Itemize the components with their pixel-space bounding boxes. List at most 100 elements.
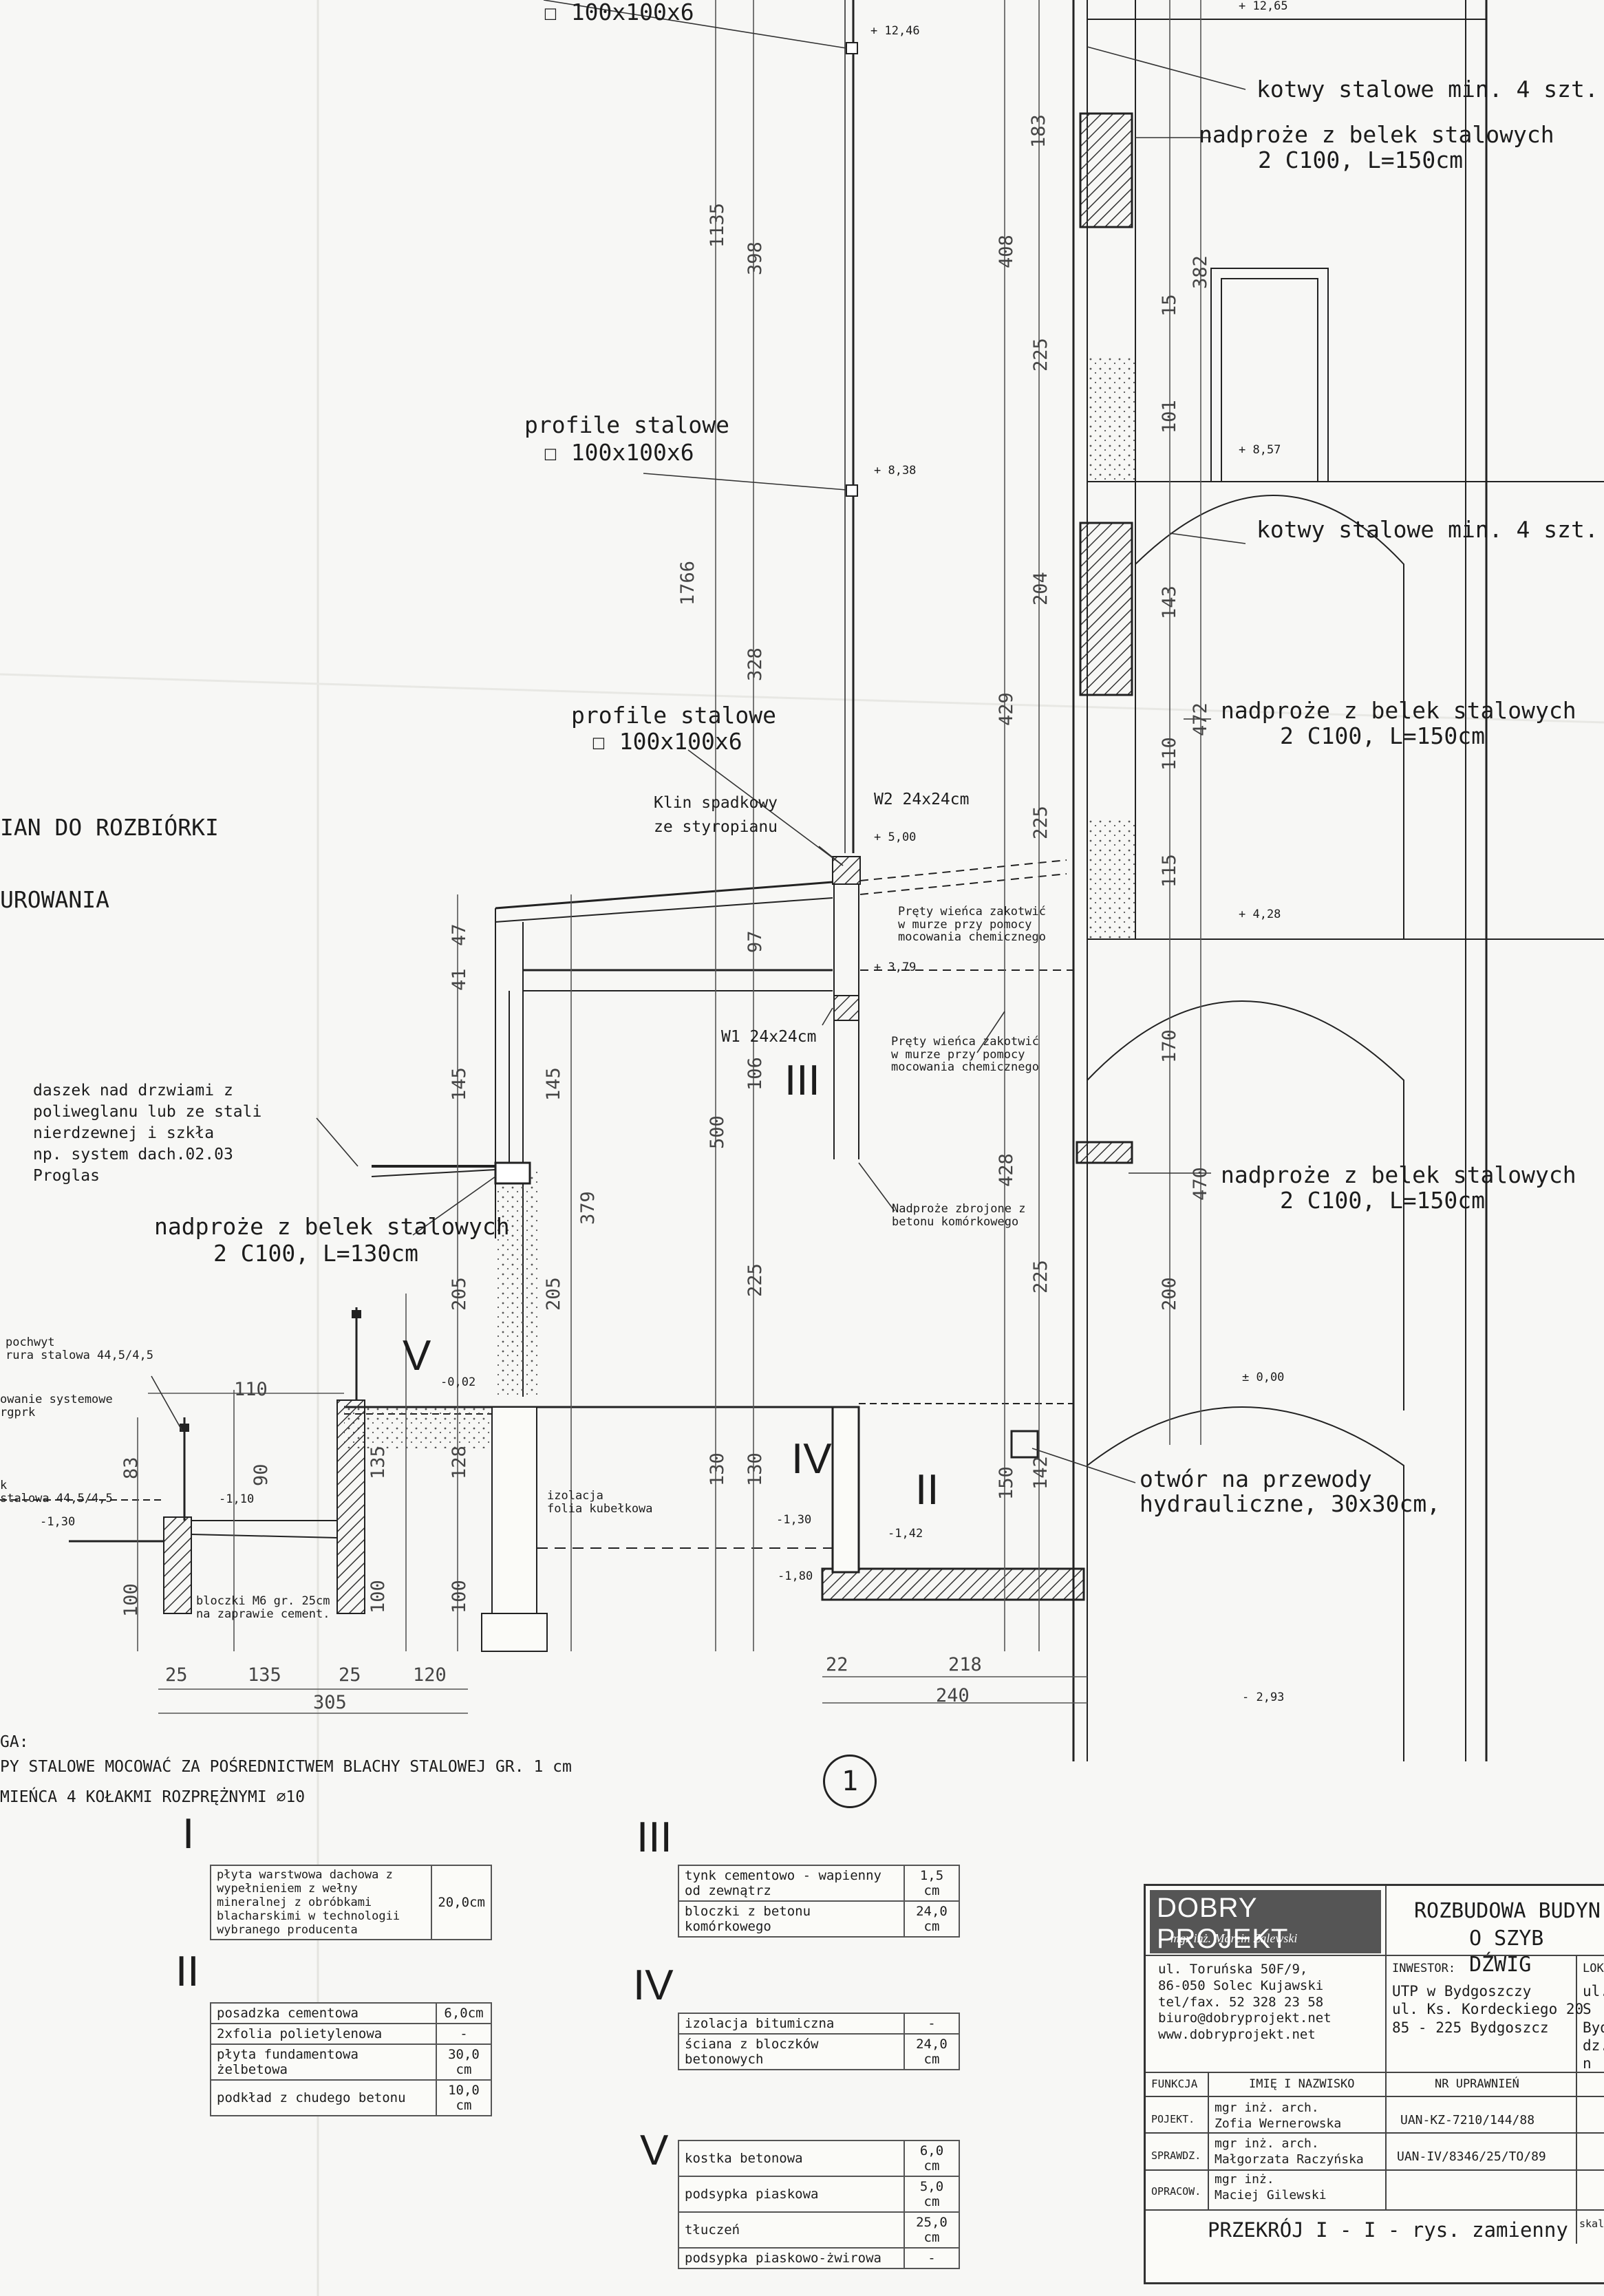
existing-building	[1010, 0, 1604, 1761]
hline	[1146, 2209, 1604, 2211]
dimension-value: 135	[367, 1446, 389, 1479]
table-row: izolacja bitumiczna-	[678, 2013, 960, 2035]
dimension-value: 97	[745, 930, 766, 953]
layer-thickness: 5,0 cm	[903, 2176, 960, 2213]
dimension-value: 145	[449, 1067, 470, 1101]
layer-name: ściana z bloczków betonowych	[678, 2033, 905, 2070]
dimension-value: 225	[745, 1263, 766, 1297]
level-mark: -1,30	[40, 1515, 76, 1529]
section-mark-iv: IV	[791, 1435, 832, 1483]
lintel-2-spec: 2 C100, L=150cm	[1280, 722, 1486, 749]
lintel-2	[1079, 522, 1133, 696]
reinforced-lintel-note: Nadproże zbrojone z betonu komórkowego	[892, 1202, 1026, 1229]
dimension-value: 128	[449, 1446, 470, 1479]
col-name: IMIĘ I NAZWISKO	[1249, 2077, 1355, 2091]
hline	[1146, 2072, 1604, 2073]
dimension-value: 25	[165, 1664, 188, 1686]
scale-label: skal	[1579, 2218, 1604, 2230]
dimension-value: 135	[248, 1664, 281, 1686]
dimension-value: 110	[234, 1379, 268, 1400]
dimension-value: 472	[1190, 702, 1211, 736]
layer-thickness: 25,0 cm	[903, 2211, 960, 2249]
dimension-value: 398	[745, 242, 766, 275]
insulation-note: izolacja folia kubełkowa	[547, 1489, 653, 1516]
hline	[1146, 2096, 1604, 2097]
level-mark: + 12,65	[1239, 0, 1288, 13]
layer-name: tłuczeń	[678, 2211, 905, 2249]
layer-thickness: 10,0 cm	[436, 2079, 492, 2116]
license-check: UAN-IV/8346/25/TO/89	[1397, 2149, 1546, 2164]
project-name-1: ROZBUDOWA BUDYN	[1414, 1899, 1601, 1923]
lintel-1-title: nadproże z belek stalowych	[1199, 121, 1554, 148]
hline	[1146, 2169, 1604, 2171]
hline	[1146, 2132, 1604, 2134]
level-mark: + 8,57	[1239, 443, 1281, 457]
opening-note: otwór na przewody hydrauliczne, 30x30cm,	[1140, 1466, 1441, 1518]
notes-header-2: UROWANIA	[0, 886, 109, 913]
dimension-value: 204	[1030, 572, 1051, 605]
foundation-slab	[821, 1567, 1085, 1601]
anchors-label-1: kotwy stalowe min. 4 szt.	[1257, 76, 1598, 103]
level-mark: -1,80	[778, 1569, 813, 1583]
level-mark: -0,02	[440, 1375, 476, 1389]
dimension-value: 408	[996, 235, 1017, 268]
layer-name: posadzka cementowa	[210, 2002, 437, 2024]
wedge-label-2: ze styropianu	[654, 818, 778, 836]
lintel-2-title: nadproże z belek stalowych	[1221, 697, 1576, 724]
level-mark: - 2,93	[1242, 1691, 1285, 1704]
lintel-3	[1076, 1141, 1133, 1164]
layer-label-ii: II	[175, 1948, 200, 1995]
rebar-note-1: Pręty wieńca zakotwić w murze przy pomoc…	[898, 905, 1046, 945]
dimension-value: 100	[367, 1580, 389, 1613]
profile-3-size: ☐ 100x100x6	[592, 728, 742, 755]
column-w1	[833, 995, 859, 1021]
project-name-2: O SZYB DŹWIG	[1469, 1927, 1544, 1977]
lintel-1	[1079, 112, 1133, 228]
fold-line	[0, 673, 1604, 724]
blocks-note: bloczki M6 gr. 25cm na zaprawie cement.	[196, 1594, 330, 1621]
layer-thickness: 6,0 cm	[903, 2140, 960, 2177]
dimension-value: 225	[1030, 1260, 1051, 1294]
layer-table-iv: izolacja bitumiczna- ściana z bloczków b…	[678, 2013, 960, 2070]
dimension-value: 115	[1159, 854, 1180, 888]
level-mark: -1,42	[888, 1527, 923, 1541]
layer-name: podsypka piaskowa	[678, 2176, 905, 2213]
dimension-value: 41	[449, 968, 470, 991]
level-mark: + 5,00	[874, 830, 917, 844]
layer-name: bloczki z betonu komórkowego	[678, 1900, 905, 1938]
section-number: 1	[823, 1755, 877, 1808]
location-value: ul. S Byd dz. n	[1583, 1983, 1604, 2072]
dimension-value: 1766	[677, 560, 698, 605]
dimension-value: 90	[250, 1463, 272, 1486]
rebar-note-2: Pręty wieńca zakotwić w murze przy pomoc…	[891, 1035, 1039, 1075]
name-design: mgr inż. arch. Zofia Wernerowska	[1215, 2101, 1342, 2131]
layer-label-iii: III	[637, 1814, 672, 1861]
level-mark: + 3,79	[874, 961, 917, 974]
layer-name: podkład z chudego betonu	[210, 2079, 437, 2116]
dimension-value: 225	[1030, 338, 1051, 372]
vline	[1208, 2072, 1209, 2209]
dimension-value: 83	[120, 1457, 142, 1479]
hline	[1146, 1955, 1604, 1956]
layer-table-i: płyta warstwowa dachowa z wypełnieniem z…	[209, 1865, 492, 1940]
section-mark-ii: II	[915, 1466, 939, 1514]
foundation-wall	[491, 1406, 537, 1614]
table-row: płyta warstwowa dachowa z wypełnieniem z…	[209, 1865, 492, 1940]
notes-line-1: PY STALOWE MOCOWAĆ ZA POŚREDNICTWEM BLAC…	[0, 1758, 572, 1776]
notes-header-1: IAN DO ROZBIÓRKI	[0, 814, 219, 841]
lintel-left-title: nadproże z belek stalowych	[154, 1213, 510, 1240]
lintel-1-spec: 2 C100, L=150cm	[1258, 147, 1464, 173]
layer-name: płyta fundamentowa żelbetowa	[210, 2043, 437, 2081]
dimension-value: 130	[707, 1452, 728, 1486]
layer-thickness: 1,5 cm	[903, 1865, 960, 1902]
notes-uwaga: GA:	[0, 1733, 29, 1751]
table-row: 2xfolia polietylenowa-	[210, 2023, 492, 2045]
level-mark: -1,30	[776, 1513, 812, 1527]
fixing-note: owanie systemowe rgprk	[0, 1393, 113, 1419]
license-design: UAN-KZ-7210/144/88	[1400, 2113, 1535, 2127]
